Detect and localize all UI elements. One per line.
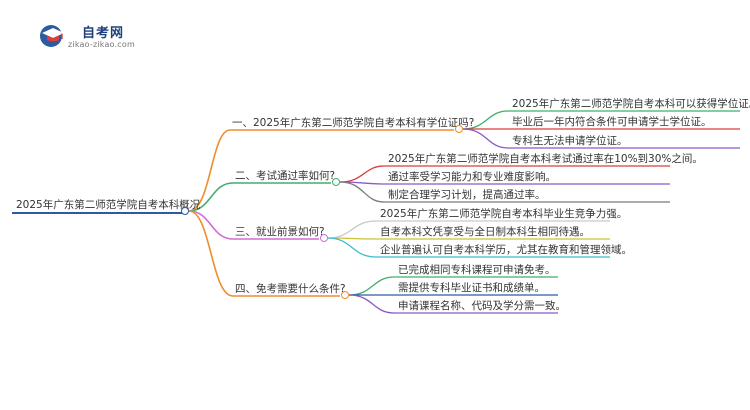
branch-2-item-1[interactable]: 2025年广东第二师范学院自考本科考试通过率在10%到30%之间。 — [388, 153, 703, 165]
branch-2-item-1-connector — [339, 165, 385, 183]
branch-1-item-1[interactable]: 2025年广东第二师范学院自考本科可以获得学位证。 — [512, 98, 750, 110]
branch-3-label[interactable]: 三、就业前景如何? — [235, 226, 325, 238]
branch-4-item-3-connector — [348, 294, 395, 314]
branch-1-connector — [188, 129, 231, 212]
brand-subtitle: zikao-zikao.com — [68, 40, 135, 49]
branch-3-item-3[interactable]: 企业普遍认可自考本科学历，尤其在教育和管理领域。 — [380, 244, 632, 256]
branch-3-handle[interactable] — [320, 234, 328, 242]
branch-2-handle[interactable] — [332, 178, 340, 186]
branch-3-item-3-connector — [327, 237, 377, 258]
branch-1-item-2[interactable]: 毕业后一年内符合条件可申请学士学位证。 — [512, 116, 712, 128]
root-node-handle[interactable] — [181, 207, 189, 215]
branch-1-handle[interactable] — [455, 125, 463, 133]
branch-3-connector — [188, 210, 234, 240]
branch-2-item-3-connector — [339, 181, 385, 203]
branch-4-item-2[interactable]: 需提供专科毕业证书和成绩单。 — [398, 282, 545, 294]
branch-4-item-1-connector — [348, 276, 395, 296]
brand-logo[interactable]: 自考网 zikao-zikao.com — [38, 18, 148, 52]
branch-1-label[interactable]: 一、2025年广东第二师范学院自考本科有学位证吗? — [232, 117, 475, 129]
branch-4-connector — [188, 210, 234, 297]
branch-1-item-3[interactable]: 专科生无法申请学位证。 — [512, 135, 628, 147]
branch-4-label[interactable]: 四、免考需要什么条件? — [235, 283, 346, 295]
mindmap-root[interactable]: 2025年广东第二师范学院自考本科概况 — [16, 199, 201, 211]
branch-2-connector — [188, 182, 234, 212]
graduation-cap-icon — [40, 25, 64, 47]
branch-4-item-1[interactable]: 已完成相同专科课程可申请免考。 — [398, 264, 556, 276]
branch-3-item-1[interactable]: 2025年广东第二师范学院自考本科毕业生竞争力强。 — [380, 208, 628, 220]
branch-4-handle[interactable] — [341, 291, 349, 299]
branch-2-item-2[interactable]: 通过率受学习能力和专业难度影响。 — [388, 171, 556, 183]
branch-2-label[interactable]: 二、考试通过率如何? — [235, 170, 336, 182]
branch-3-item-2[interactable]: 自考本科文凭享受与全日制本科生相同待遇。 — [380, 226, 590, 238]
branch-2-item-3[interactable]: 制定合理学习计划，提高通过率。 — [388, 189, 546, 201]
branch-4-item-3[interactable]: 申请课程名称、代码及学分需一致。 — [398, 300, 566, 312]
branch-3-item-1-connector — [327, 220, 377, 239]
branch-1-item-3-connector — [462, 128, 509, 149]
brand-title: 自考网 — [82, 26, 125, 41]
